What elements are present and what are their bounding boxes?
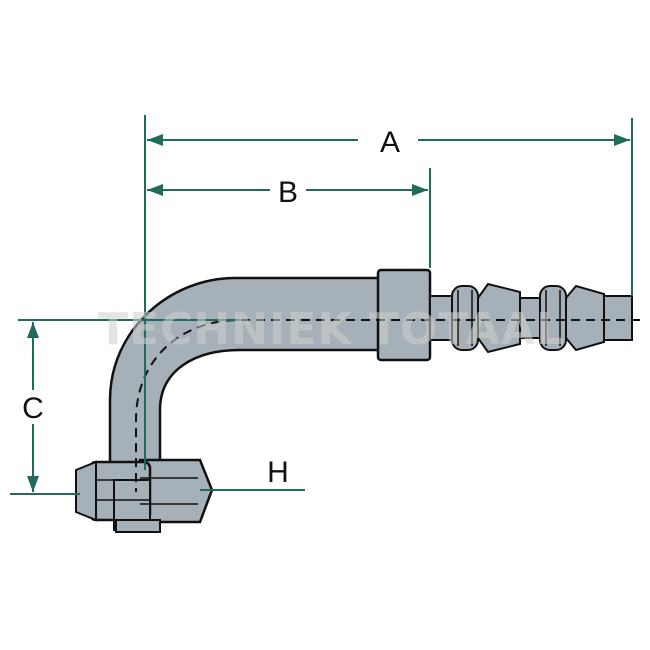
hex-nut <box>75 458 214 533</box>
barb-1 <box>477 282 521 354</box>
dimension-c-label: C <box>22 392 44 425</box>
dimension-b: B <box>147 176 428 209</box>
dimension-b-label: B <box>278 176 298 209</box>
elbow-tube <box>108 276 384 472</box>
watermark-text: TECHNIEK TOTAAL <box>98 304 565 355</box>
dimension-lines <box>10 115 633 495</box>
barb-2 <box>565 284 605 352</box>
dimension-a-label: A <box>380 126 400 159</box>
dimension-c: C <box>22 322 44 492</box>
dimension-h-label: H <box>267 456 289 489</box>
dimension-h: H <box>267 456 289 489</box>
dimension-a: A <box>147 126 630 159</box>
fitting-part <box>75 268 640 533</box>
hose-tail <box>429 282 633 354</box>
